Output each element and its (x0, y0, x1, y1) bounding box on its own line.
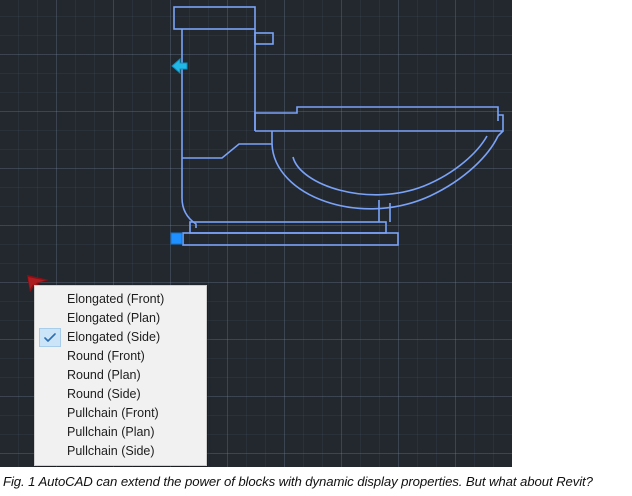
toilet-block-drawing (170, 6, 504, 246)
check-slot (39, 385, 61, 404)
menu-item-pullchain-plan[interactable]: Pullchain (Plan) (35, 423, 206, 442)
check-slot (39, 347, 61, 366)
tank-lid (173, 6, 256, 30)
bowl-outer-curve (271, 135, 499, 210)
checkmark-icon (39, 328, 61, 347)
menu-item-label: Elongated (Side) (67, 330, 161, 344)
menu-item-elongated-side[interactable]: Elongated (Side) (35, 328, 206, 347)
bowl-inner-curve (292, 135, 488, 196)
menu-item-label: Elongated (Front) (67, 292, 165, 306)
menu-item-pullchain-front[interactable]: Pullchain (Front) (35, 404, 206, 423)
seat-rim (255, 114, 504, 132)
figure-caption-text: Fig. 1 AutoCAD can extend the power of b… (3, 474, 593, 489)
menu-item-elongated-plan[interactable]: Elongated (Plan) (35, 309, 206, 328)
flush-handle (254, 32, 274, 45)
check-slot (39, 290, 61, 309)
red-cursor-arrow (25, 273, 51, 293)
base-lower (182, 232, 399, 246)
seat-lid (254, 106, 499, 131)
check-slot (39, 309, 61, 328)
check-slot (39, 366, 61, 385)
menu-item-label: Round (Front) (67, 349, 145, 363)
page-right-margin (512, 0, 632, 467)
bowl-shoulder (182, 131, 273, 159)
menu-item-label: Round (Plan) (67, 368, 141, 382)
check-slot (39, 442, 61, 461)
tank-body (181, 29, 256, 158)
bowl-skirt (181, 158, 197, 228)
menu-item-pullchain-side[interactable]: Pullchain (Side) (35, 442, 206, 461)
menu-item-label: Pullchain (Side) (67, 444, 155, 458)
menu-item-label: Elongated (Plan) (67, 311, 161, 325)
menu-item-label: Pullchain (Plan) (67, 425, 155, 439)
menu-item-label: Round (Side) (67, 387, 141, 401)
cad-drawing-canvas[interactable]: Elongated (Front) Elongated (Plan) Elong… (0, 0, 512, 467)
seat-rim-right-edge (497, 130, 504, 137)
base-point-grip[interactable] (170, 232, 183, 245)
check-slot (39, 404, 61, 423)
menu-item-round-side[interactable]: Round (Side) (35, 385, 206, 404)
figure-caption: Fig. 1 AutoCAD can extend the power of b… (0, 467, 632, 496)
menu-item-round-front[interactable]: Round (Front) (35, 347, 206, 366)
check-slot (39, 423, 61, 442)
dynamic-block-visibility-menu[interactable]: Elongated (Front) Elongated (Plan) Elong… (34, 285, 207, 466)
trapway (378, 200, 391, 222)
menu-item-label: Pullchain (Front) (67, 406, 159, 420)
stretch-arrow-grip[interactable] (171, 57, 188, 75)
base-upper (189, 221, 387, 234)
menu-item-elongated-front[interactable]: Elongated (Front) (35, 290, 206, 309)
menu-item-round-plan[interactable]: Round (Plan) (35, 366, 206, 385)
